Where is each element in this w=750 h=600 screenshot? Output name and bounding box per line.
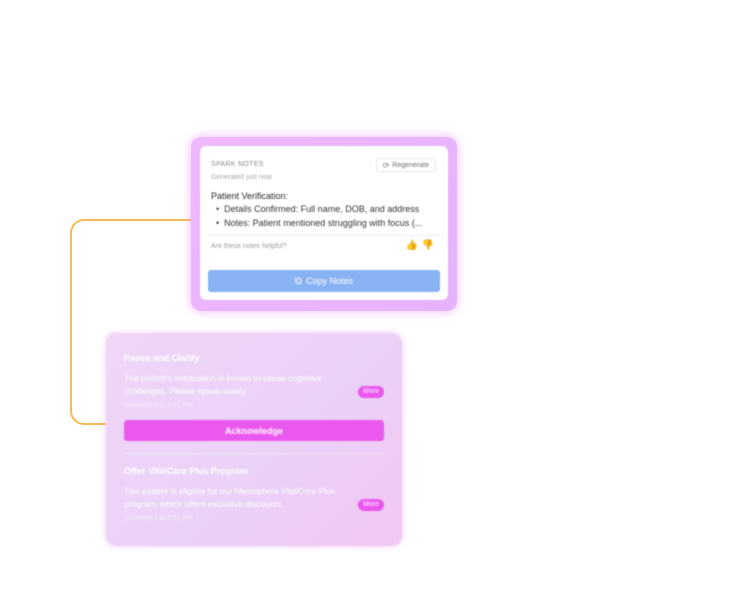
- alerts-card: Pause and Clarify The patient's medicati…: [106, 333, 402, 546]
- alert-body: This patient is eligible for our Medisph…: [124, 486, 336, 509]
- alert-timestamp: Generated at 2:32 PM: [124, 515, 193, 522]
- more-button[interactable]: More: [358, 499, 384, 511]
- notes-generated-time: Generated just now: [211, 174, 272, 181]
- copy-notes-label: Copy Notes: [306, 276, 354, 286]
- alert-item: Pause and Clarify The patient's medicati…: [124, 353, 384, 409]
- refresh-icon: ⟳: [382, 160, 390, 170]
- alert-body: The patient's medication is known to cau…: [124, 373, 322, 396]
- alert-timestamp: Generated at 2:31 PM: [124, 402, 193, 409]
- notes-card: SPARK NOTES Generated just now ⟳ Regener…: [200, 146, 448, 300]
- alert-title: Pause and Clarify: [124, 353, 200, 363]
- thumbs-up-icon[interactable]: 👍: [405, 240, 418, 251]
- notes-bullet: Details Confirmed: Full name, DOB, and a…: [216, 204, 442, 214]
- regenerate-label: Regenerate: [392, 161, 429, 169]
- acknowledge-button[interactable]: Acknowledge: [124, 420, 384, 441]
- more-button[interactable]: More: [358, 386, 384, 398]
- divider: [124, 453, 384, 454]
- notes-list: Details Confirmed: Full name, DOB, and a…: [216, 204, 442, 232]
- copy-notes-button[interactable]: ⧉ Copy Notes: [208, 270, 440, 292]
- notes-bullet: Notes: Patient mentioned struggling with…: [216, 218, 442, 228]
- notes-eyebrow: SPARK NOTES: [211, 161, 264, 168]
- alert-title: Offer VitalCare Plus Program: [124, 466, 248, 476]
- regenerate-button[interactable]: ⟳ Regenerate: [375, 158, 436, 172]
- thumbs-down-icon[interactable]: 👎: [421, 240, 434, 251]
- divider: [208, 235, 440, 236]
- notes-heading: Patient Verification:: [211, 191, 289, 201]
- copy-icon: ⧉: [294, 275, 303, 287]
- alert-item: Offer VitalCare Plus Program This patien…: [124, 466, 384, 522]
- feedback-question: Are these notes helpful?: [211, 243, 287, 250]
